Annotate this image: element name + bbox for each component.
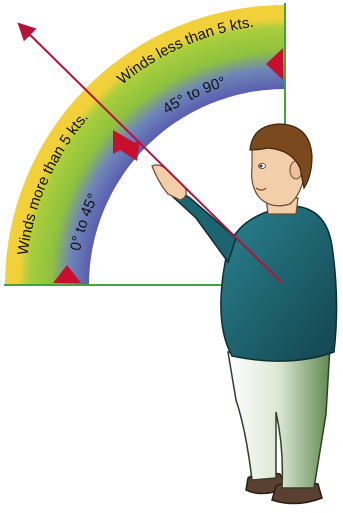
shirt [221, 206, 337, 361]
trousers [228, 346, 330, 488]
pupil [260, 165, 263, 168]
